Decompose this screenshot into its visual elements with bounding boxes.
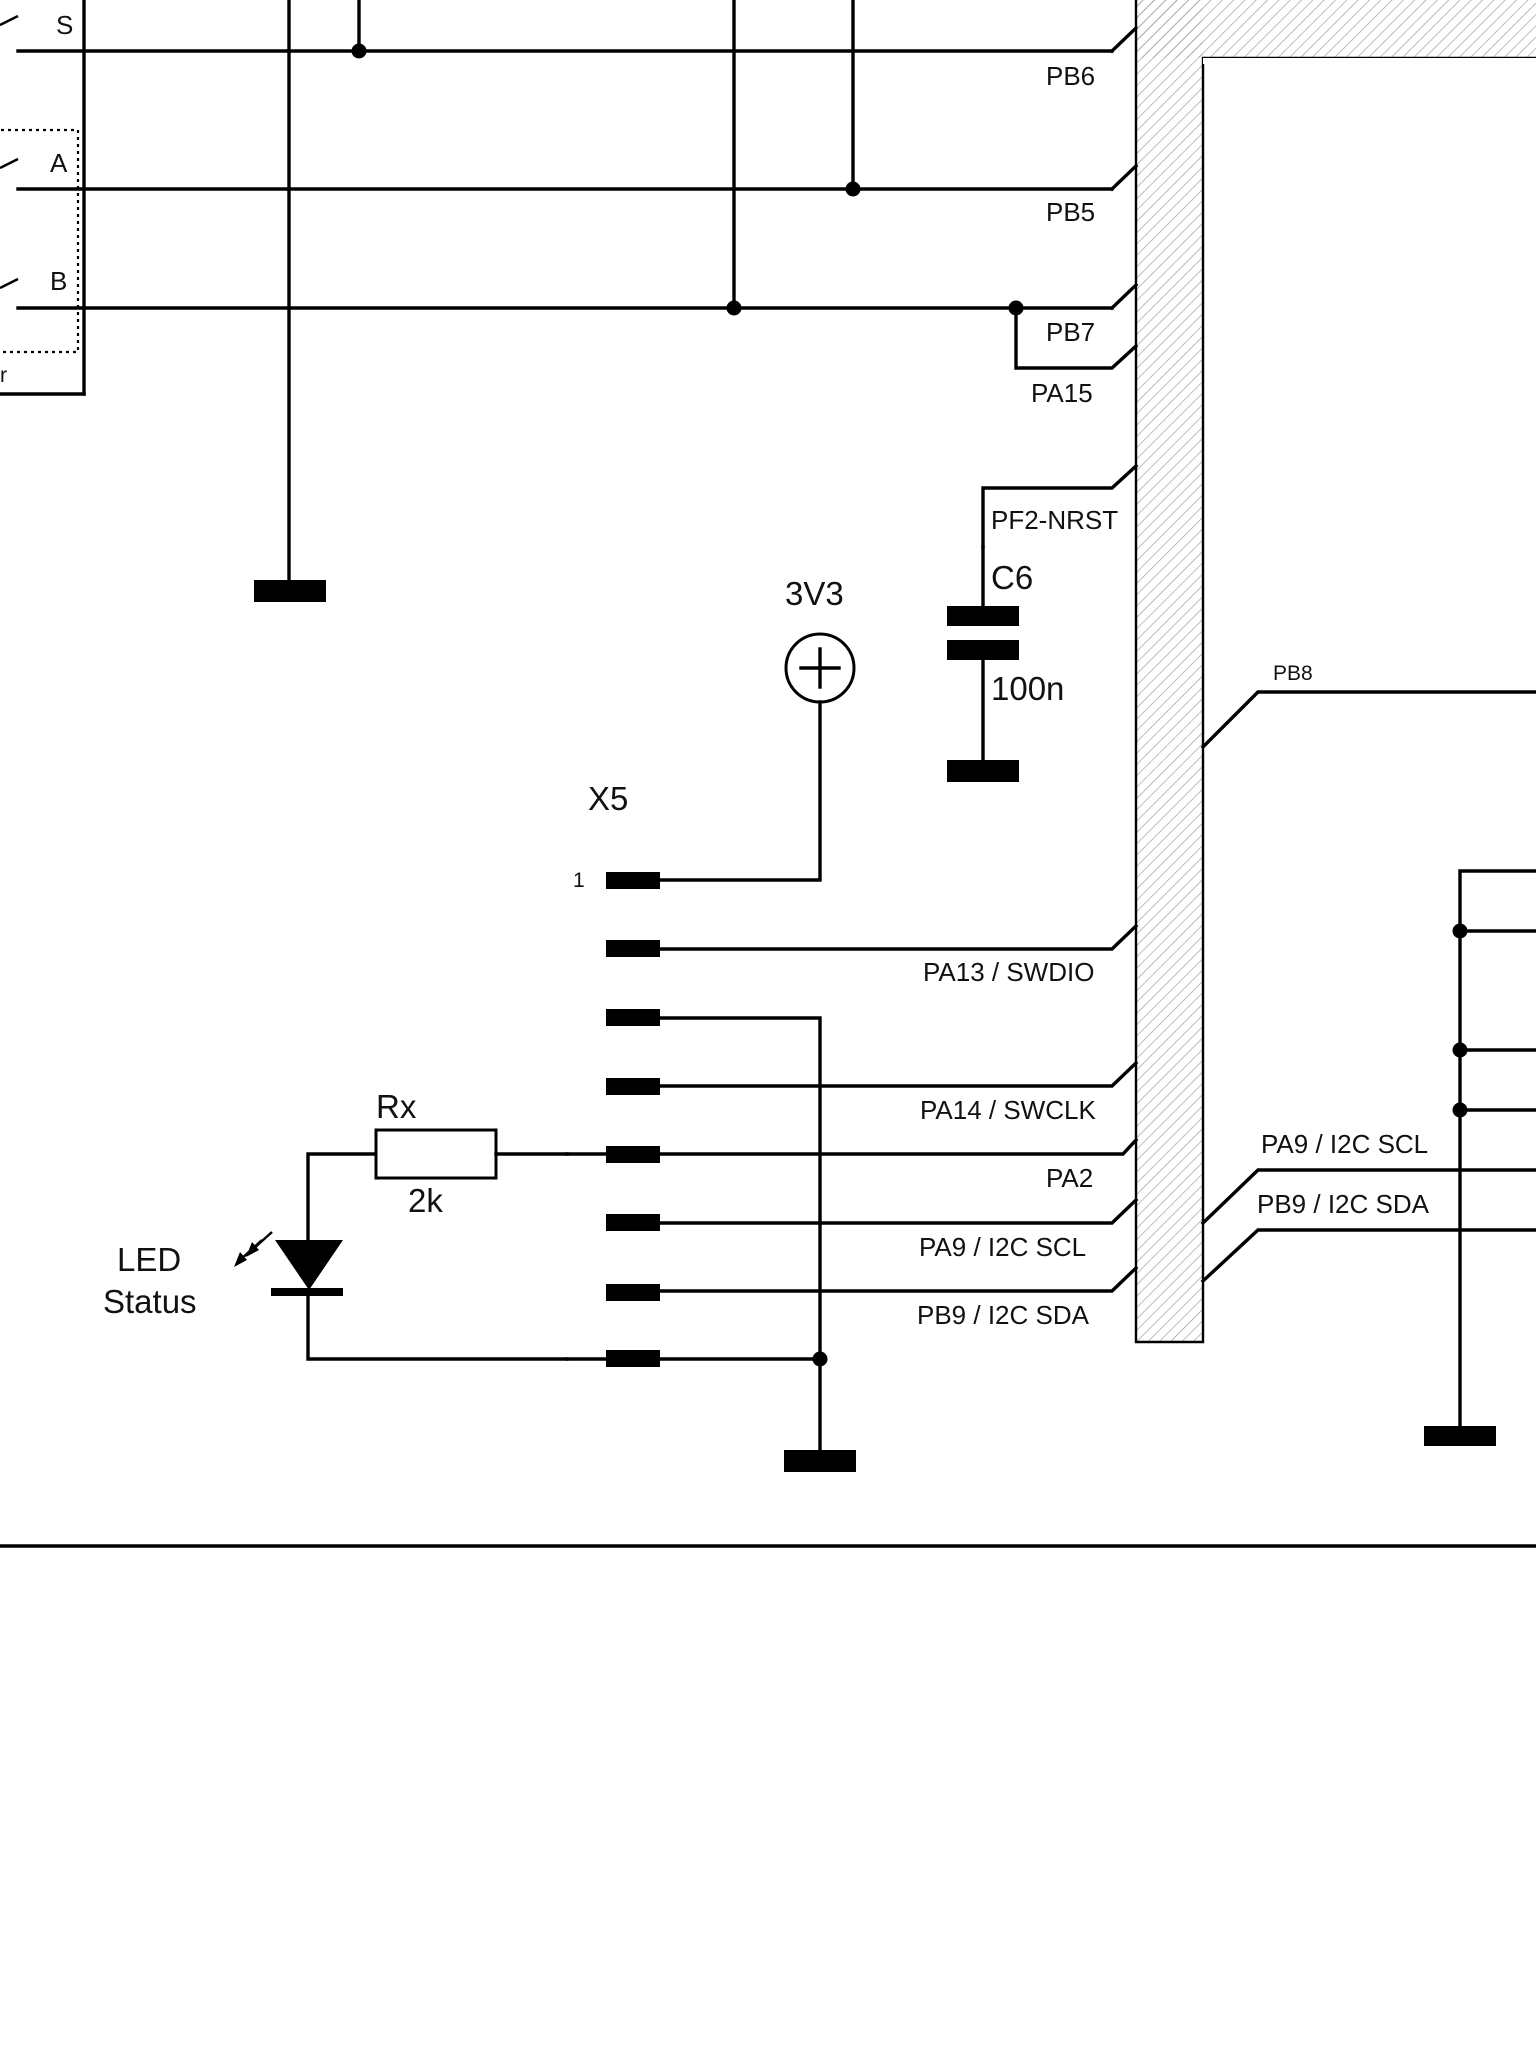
mcu-left-hatch [1136, 0, 1203, 1342]
resistor-value: 2k [408, 1182, 443, 1219]
led-triangle [275, 1240, 343, 1290]
mcu-body [1134, 0, 1536, 1344]
pin-label-pa2: PA2 [1046, 1163, 1093, 1193]
pin-label-pa14: PA14 / SWCLK [920, 1095, 1096, 1125]
ground-symbol [1424, 1426, 1496, 1446]
mcu-left-pin-labels: PB6 PB5 PB7 PA15 PF2-NRST PA13 / SWDIO P… [917, 61, 1118, 1330]
resistor-ref: Rx [376, 1088, 417, 1125]
pin-label-pb9: PB9 / I2C SDA [917, 1300, 1090, 1330]
switch-a-contact [0, 157, 19, 170]
ground-symbol [784, 1450, 856, 1472]
switch-a-label: A [50, 148, 68, 178]
junction-dot [726, 300, 742, 316]
pin-label-pb7: PB7 [1046, 317, 1095, 347]
pb8-wire [1200, 690, 1536, 750]
capacitor-plate-top [947, 606, 1019, 626]
pin-label-pa13: PA13 / SWDIO [923, 957, 1094, 987]
pin-label-pa9: PA9 / I2C SCL [919, 1232, 1086, 1262]
junction-dot [812, 1351, 828, 1367]
right-pin-label-pa9: PA9 / I2C SCL [1261, 1129, 1428, 1159]
encoder-dotted-outline [0, 128, 80, 354]
ground-symbol [947, 760, 1019, 782]
capacitor-value: 100n [991, 670, 1064, 707]
switch-b-label: B [50, 266, 67, 296]
connector-x5: X5 1 [573, 780, 660, 1367]
led-label-line2: Status [103, 1283, 197, 1320]
switch-block: S A B r [0, 0, 86, 396]
resistor-body [374, 1128, 498, 1180]
connector-wires [565, 923, 1139, 1472]
pin-label-pb8: PB8 [1273, 662, 1313, 685]
connector-ref: X5 [588, 780, 628, 817]
connector-pin [606, 1284, 660, 1301]
junction-dot [1452, 1042, 1468, 1058]
top-vertical-wires [254, 0, 1024, 602]
connector-pin [606, 940, 660, 957]
pin-label-pa15: PA15 [1031, 378, 1093, 408]
pin-label-pb6: PB6 [1046, 61, 1095, 91]
connector-pin1-label: 1 [573, 869, 585, 892]
connector-pin [606, 1078, 660, 1095]
junction-dot [351, 43, 367, 59]
capacitor-c6: C6 100n [947, 545, 1064, 782]
connector-pin [606, 1009, 660, 1026]
top-signal-wires [16, 25, 1139, 549]
right-i2c-bus: PA9 / I2C SCL PB9 / I2C SDA [1200, 869, 1536, 1446]
switch-s-label: S [56, 10, 73, 40]
right-pin-label-pb9: PB9 / I2C SDA [1257, 1189, 1430, 1219]
switch-s-contact [0, 14, 19, 27]
junction-dot [1008, 300, 1024, 316]
capacitor-plate-bottom [947, 640, 1019, 660]
power-label: 3V3 [785, 575, 844, 612]
pin-label-pb5: PB5 [1046, 197, 1095, 227]
led-status: LED Status [103, 1231, 569, 1361]
led-label-line1: LED [117, 1241, 181, 1278]
junction-dot [1452, 1102, 1468, 1118]
ground-symbol [254, 580, 326, 602]
led-cathode-bar [271, 1288, 343, 1296]
switch-b-contact [0, 277, 19, 290]
connector-pin [606, 872, 660, 889]
connector-pin [606, 1214, 660, 1231]
pin-label-pf2-nrst: PF2-NRST [991, 505, 1118, 535]
capacitor-ref: C6 [991, 559, 1033, 596]
junction-dot [845, 181, 861, 197]
junction-dot [1452, 923, 1468, 939]
switch-part-label: r [0, 364, 7, 387]
power-3v3: 3V3 [650, 575, 856, 882]
resistor-rx: Rx 2k [306, 1088, 569, 1249]
